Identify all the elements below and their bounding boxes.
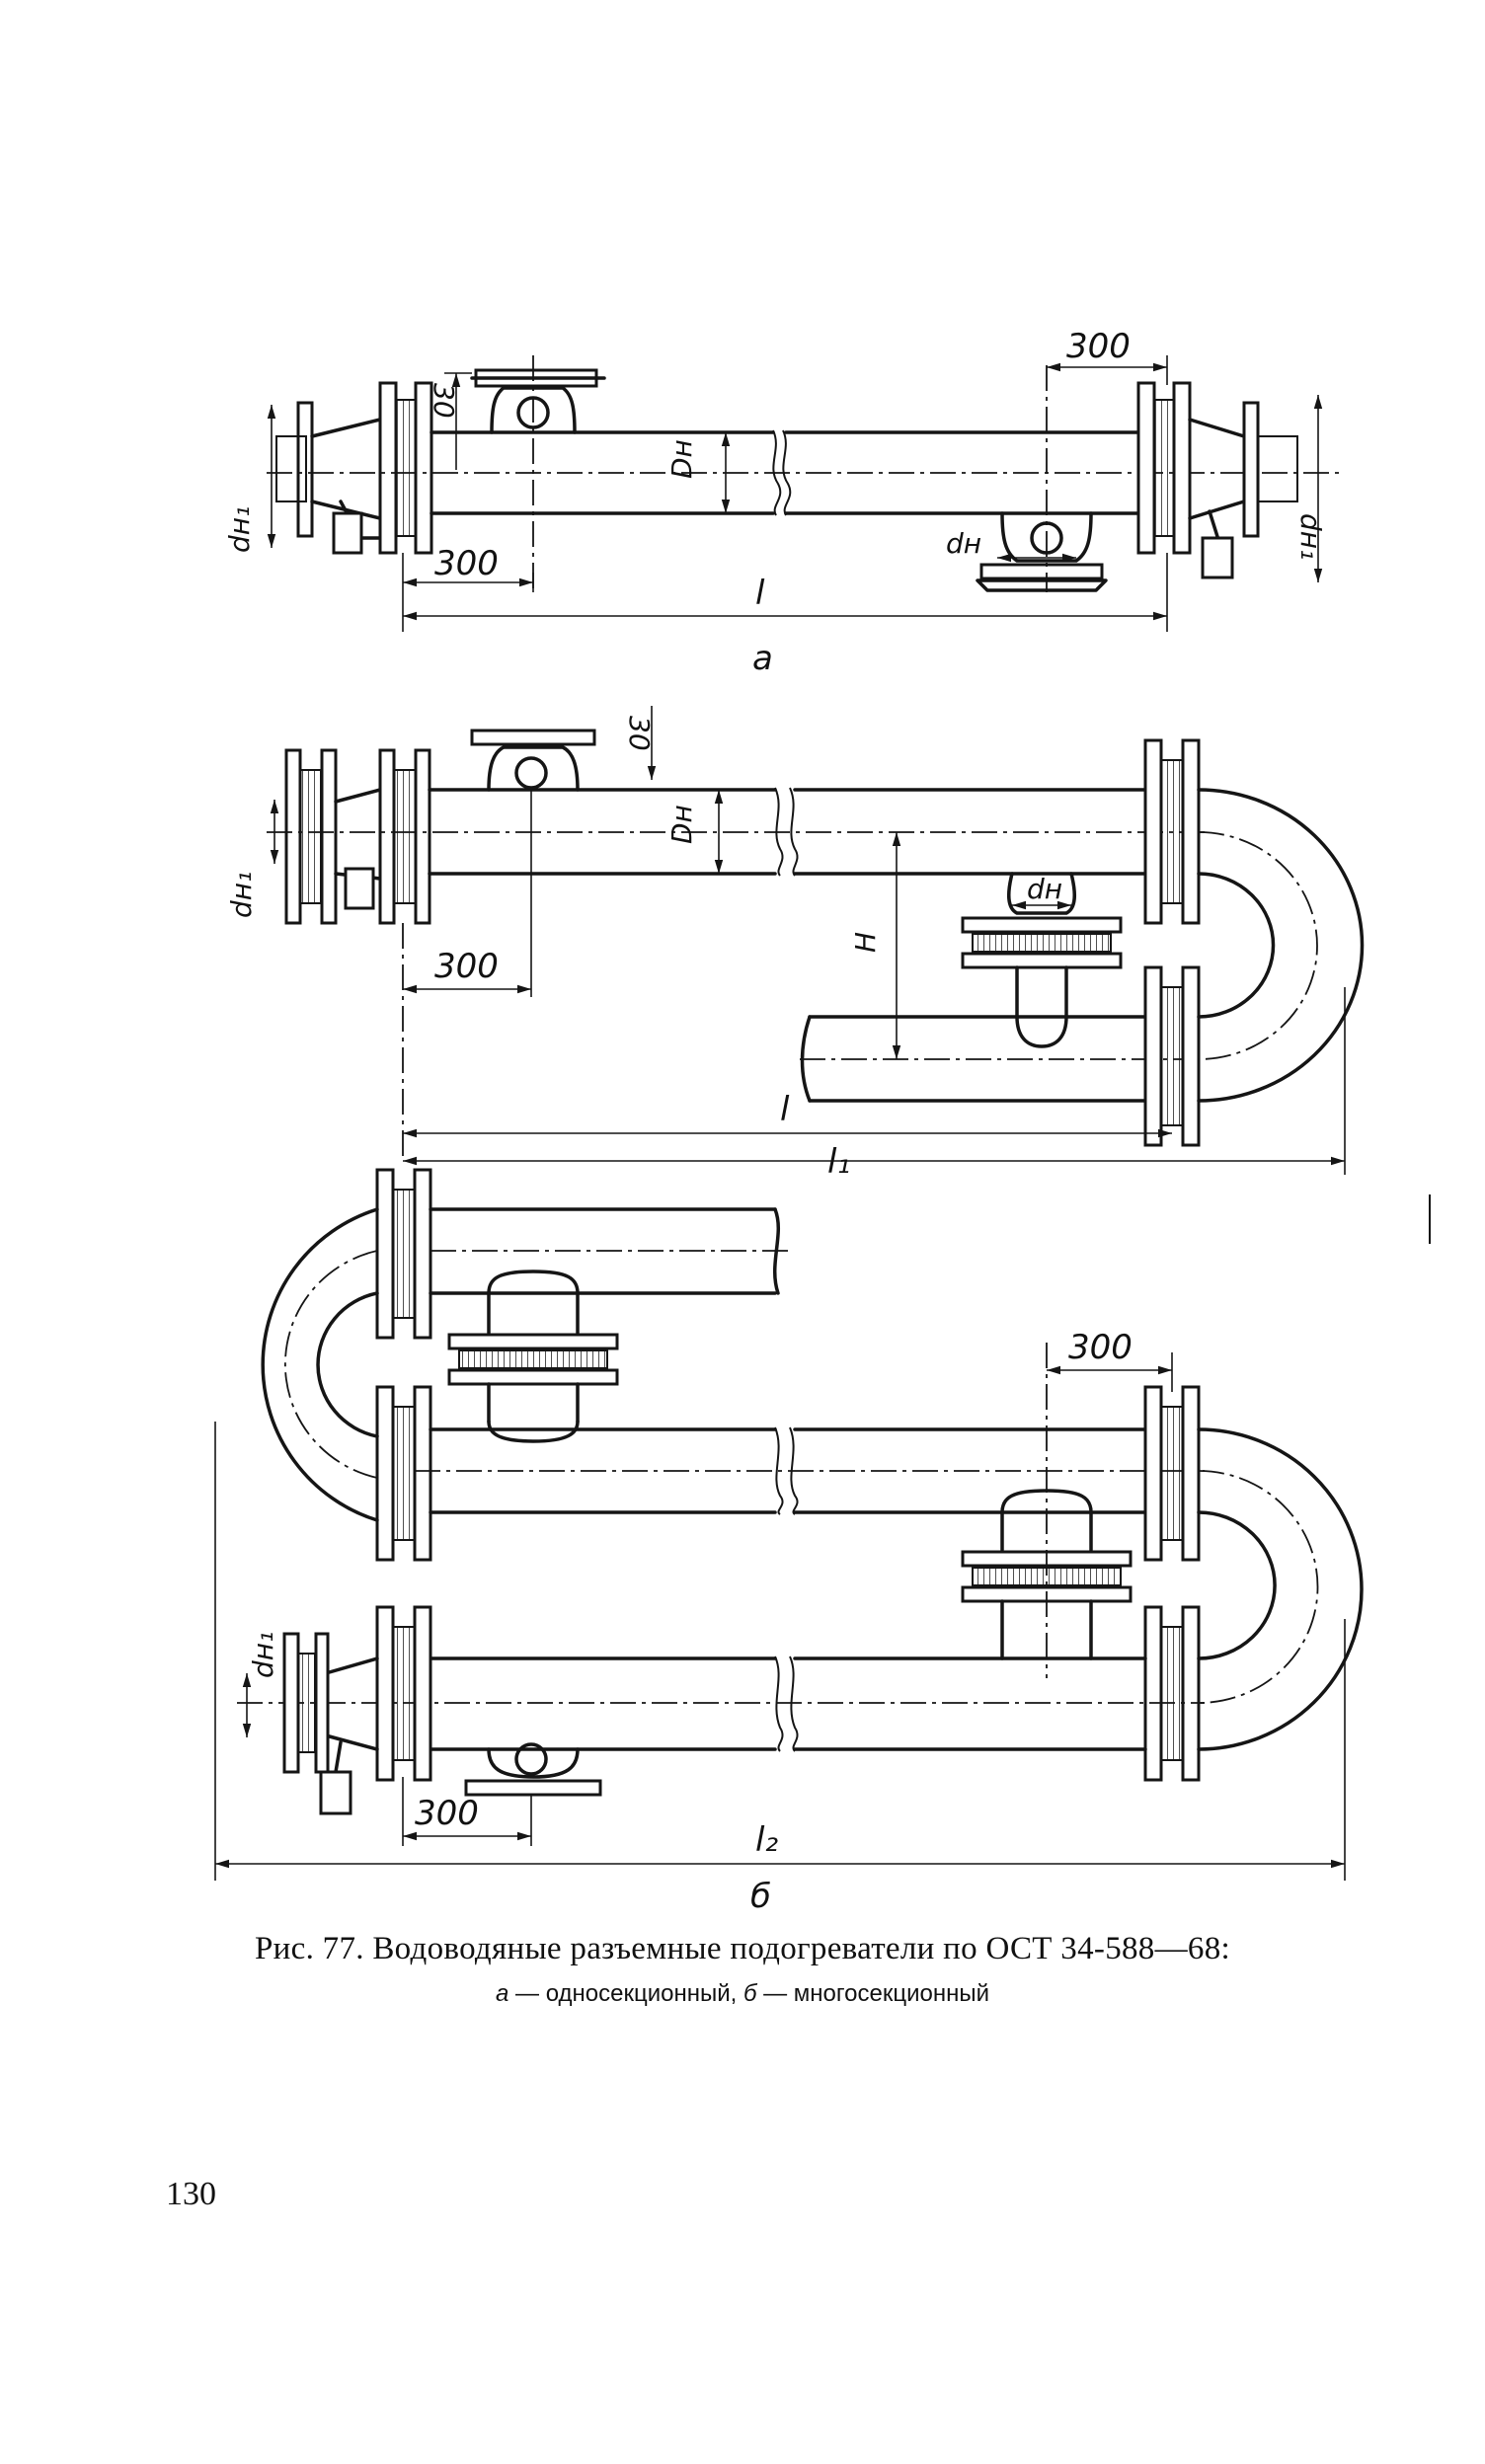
top-nozzle [470, 355, 606, 592]
dim-Dn-a: Dн [665, 432, 731, 513]
dim-label-300-c-bottom: 300 [415, 1794, 479, 1833]
right-flange-assembly [1136, 381, 1192, 555]
view-a-label: а [752, 639, 773, 678]
upper-right-flanges [1143, 738, 1201, 1147]
dim-label-30-b: 30 [623, 716, 656, 751]
dim-label-l: l [755, 574, 765, 613]
right-outlet-nozzle [1188, 401, 1298, 579]
dim-label-30: 30 [428, 383, 460, 419]
dim-300-c-top: 300 [1047, 1328, 1173, 1392]
dim-label-l1: l₁ [827, 1142, 850, 1182]
dim-l-b: l [402, 923, 1172, 1160]
dim-30-b: 30 [623, 706, 657, 780]
upper-top-nozzle [470, 729, 596, 792]
dim-label-dn1-c: dн₁ [247, 1632, 279, 1678]
dim-label-dn-b: dн [1027, 873, 1062, 905]
figure-caption-legend: а — односекционный, б — многосекционный [0, 1980, 1485, 2008]
legend-text-b: — многосекционный [756, 1980, 989, 2007]
dim-label-300-bottom: 300 [434, 544, 499, 583]
figure-caption: Рис. 77. Водоводяные разъемные подогрева… [255, 1931, 1230, 1966]
lower-left-link-nozzle [447, 1270, 619, 1443]
dim-dn-b: dн [1012, 873, 1071, 910]
shell-right [782, 429, 1140, 516]
left-flange-assembly [378, 381, 433, 555]
dim-300-b: 300 [403, 790, 532, 997]
lower-right-link-nozzle [961, 1343, 1133, 1678]
dim-label-Dn-b: Dн [665, 805, 698, 844]
lower-bottom-nozzle [464, 1742, 602, 1797]
dim-l-a: l [403, 553, 1168, 632]
view-b-lower: dн₁ 300 300 l₂ б [214, 1168, 1364, 1916]
dim-300-bottom-a: 300 [402, 544, 534, 632]
dim-label-H: H [849, 932, 882, 953]
dim-dn1-b: dн₁ [225, 800, 279, 918]
legend-letter-b: б [742, 1980, 757, 2007]
lower-left-return-bend [261, 1168, 432, 1562]
dim-label-l-b: l [780, 1090, 790, 1129]
lower-right-return-bend [1143, 1385, 1364, 1782]
dim-label-dn: dн [946, 527, 981, 560]
dim-dn1-left-a: dн₁ [223, 405, 276, 553]
dim-300-c-bottom: 300 [402, 1777, 532, 1846]
dim-label-Dn: Dн [665, 439, 698, 479]
dim-dn1-right-a: dн₁ [1294, 395, 1327, 582]
legend-text-a: — односекционный, [508, 1980, 743, 2007]
lower-inlet-assembly [282, 1605, 432, 1815]
dim-label-dn1-right: dн₁ [1294, 513, 1327, 560]
dim-30-a: 30 [428, 372, 472, 470]
dim-label-dn1-left: dн₁ [223, 506, 256, 553]
dim-H: H [849, 832, 901, 1059]
dim-label-300-c-top: 300 [1068, 1328, 1133, 1367]
dim-label-dn1-b: dн₁ [225, 872, 258, 918]
dim-300-top-a: 300 [1047, 327, 1168, 385]
dim-label-300-top: 300 [1066, 327, 1131, 366]
dim-Dn-b: Dн [665, 790, 724, 874]
upper-link-nozzle [961, 872, 1123, 1048]
view-a-single-section: 30 Dн dн₁ dн₁ dн 300 [223, 327, 1343, 678]
legend-letter-a: а [496, 1980, 509, 2007]
upper-inlet-flanges [284, 748, 431, 925]
upper-return-bend [1197, 788, 1365, 1103]
left-inlet-nozzle [275, 401, 382, 555]
dim-l1: l₁ [403, 987, 1346, 1182]
dim-l2: l₂ [214, 1422, 1346, 1881]
dim-dn1-c: dн₁ [242, 1632, 279, 1737]
view-b-label: б [750, 1877, 771, 1916]
dim-label-l2: l₂ [755, 1820, 778, 1860]
view-b-upper: 30 Dн dн₁ dн H 300 l [225, 706, 1365, 1182]
dim-label-300-b: 300 [434, 947, 499, 986]
dim-dn-a: dн [946, 527, 1076, 563]
page-number: 130 [166, 2176, 216, 2212]
shell-left [430, 429, 782, 516]
